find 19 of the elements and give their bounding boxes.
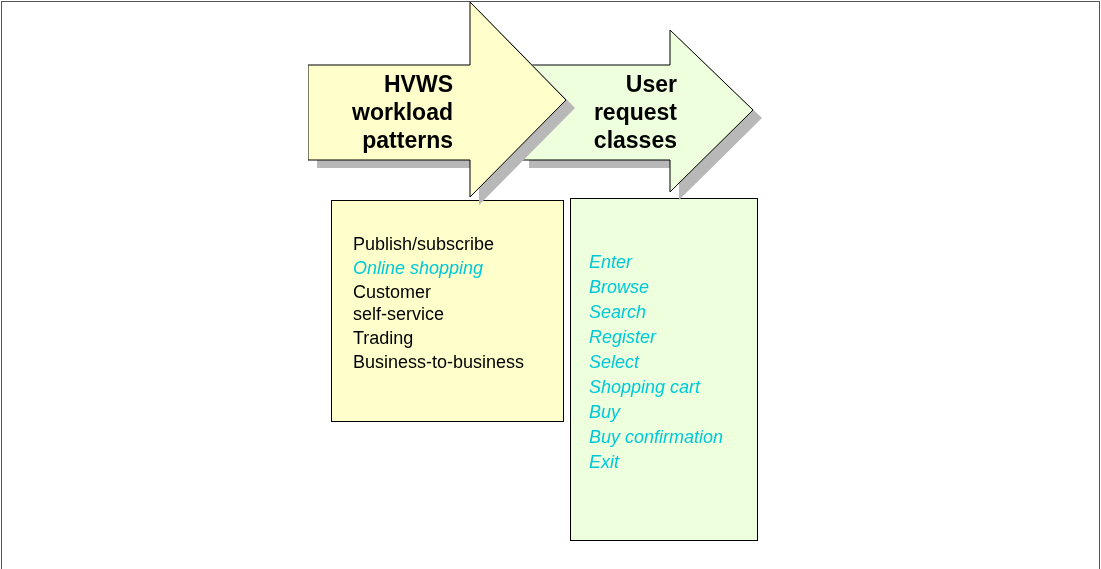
list-item: Search	[589, 301, 647, 323]
list-item: Shopping cart	[589, 376, 701, 398]
list-item: Online shopping	[353, 257, 484, 279]
list-item: Register	[589, 326, 657, 348]
list-item: Enter	[589, 251, 633, 273]
list-item: Customer self-service	[353, 281, 446, 325]
arrow-label: User request classes	[592, 70, 677, 154]
list-item: Browse	[589, 276, 650, 298]
arrow-label: HVWS workload patterns	[351, 70, 453, 154]
heading-shape	[520, 28, 763, 202]
list-item: Buy confirmation	[589, 426, 724, 448]
list-item: Select	[589, 351, 640, 373]
list-item: Trading	[353, 327, 414, 349]
list-panel	[570, 198, 758, 541]
list-item: Exit	[589, 451, 619, 473]
list-panel	[331, 200, 564, 422]
list-item: Publish/subscribe	[353, 233, 495, 255]
list-item: Business-to-business	[353, 351, 525, 373]
list-item: Buy	[589, 401, 621, 423]
